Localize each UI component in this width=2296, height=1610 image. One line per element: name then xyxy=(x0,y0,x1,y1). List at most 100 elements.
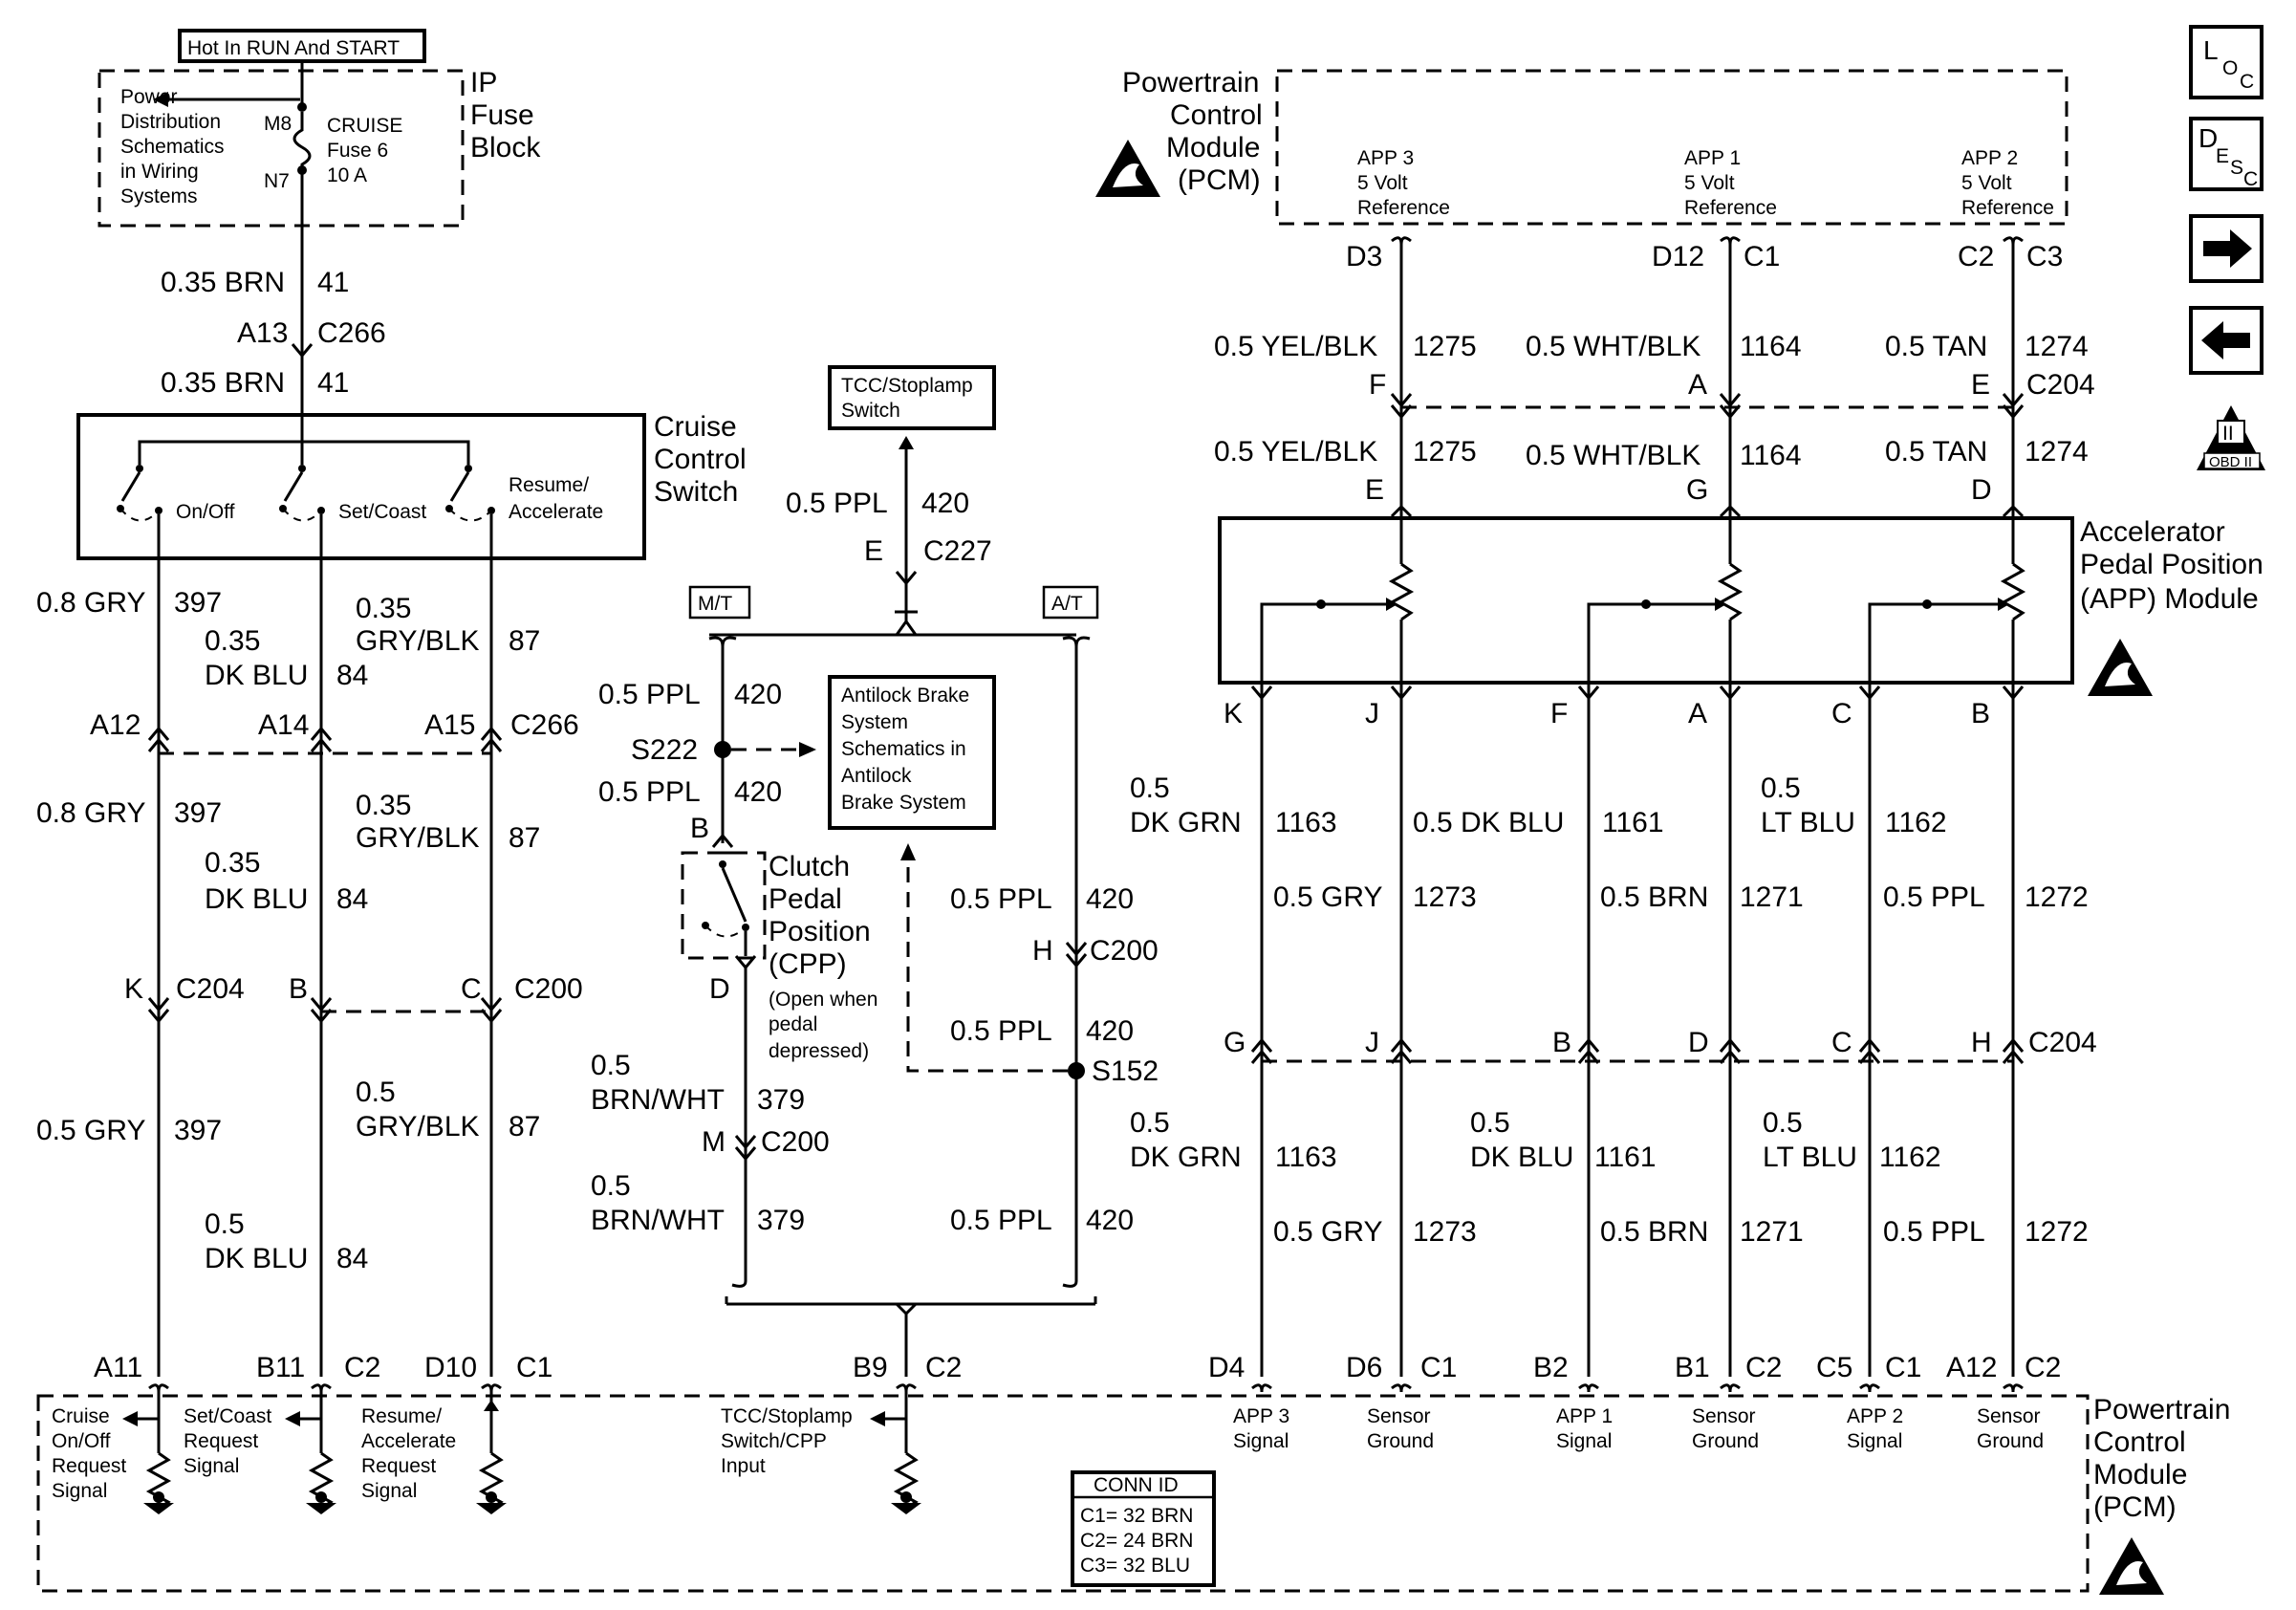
svg-text:C: C xyxy=(2240,71,2254,93)
app1-reference-label: APP 1 5 Volt Reference xyxy=(1684,147,1777,219)
next-arrow-icon[interactable] xyxy=(2189,214,2264,283)
wire-color-label: GRY/BLK xyxy=(356,822,480,854)
svg-text:APP 1: APP 1 xyxy=(1556,1405,1613,1427)
svg-text:A12: A12 xyxy=(90,709,141,741)
circuit-number-label: 84 xyxy=(336,660,368,691)
svg-text:D4: D4 xyxy=(1208,1352,1245,1383)
svg-text:Signal: Signal xyxy=(184,1455,239,1477)
svg-text:B: B xyxy=(1552,1027,1571,1058)
svg-text:Accelerate: Accelerate xyxy=(509,501,603,523)
svg-text:B: B xyxy=(690,813,709,844)
wire-color-label: DK BLU xyxy=(205,660,308,691)
wire-color-label: 0.5 PPL xyxy=(950,1015,1052,1047)
svg-text:(CPP): (CPP) xyxy=(769,948,847,980)
svg-text:TCC/Stoplamp: TCC/Stoplamp xyxy=(841,375,973,397)
circuit-number-label: 1164 xyxy=(1740,331,1802,362)
circuit-number-label: 1271 xyxy=(1740,1216,1804,1248)
wire-color-label: 0.8 GRY xyxy=(36,797,146,829)
loc-icon[interactable]: L O C xyxy=(2189,25,2264,99)
wire-color-label: 0.5 GRY xyxy=(36,1115,146,1146)
svg-text:E: E xyxy=(1365,474,1384,506)
svg-text:Schematics: Schematics xyxy=(120,136,225,158)
svg-text:Signal: Signal xyxy=(1556,1430,1612,1452)
svg-text:D3: D3 xyxy=(1346,241,1382,272)
wire-color-label: DK GRN xyxy=(1130,1142,1242,1173)
svg-text:Pedal Position: Pedal Position xyxy=(2080,549,2264,580)
desc-icon[interactable]: D E S C xyxy=(2189,117,2264,191)
svg-text:5 Volt: 5 Volt xyxy=(1357,172,1408,194)
svg-text:(Open when: (Open when xyxy=(769,989,877,1011)
svg-text:Request: Request xyxy=(184,1430,258,1452)
svg-text:Antilock: Antilock xyxy=(841,765,912,787)
circuit-number-label: 397 xyxy=(174,797,222,829)
svg-text:APP 3: APP 3 xyxy=(1233,1405,1289,1427)
connector-c266-top: A13 C266 xyxy=(237,317,386,359)
svg-text:CONN ID: CONN ID xyxy=(1094,1474,1179,1496)
pcm-pin-entries: A11 B11 C2 D10 C1 B9 C2 D4 D6 C1 B2 B1 C… xyxy=(94,1352,2061,1393)
splice-s222: S222 xyxy=(631,734,816,766)
circuit-number-label: 1161 xyxy=(1602,807,1664,838)
switch-set-coast: Set/Coast xyxy=(279,465,426,523)
wire-color-label: 0.5 xyxy=(205,1208,245,1240)
wire-color-label: BRN/WHT xyxy=(591,1084,725,1116)
circuit-number-label: 41 xyxy=(317,367,349,399)
app-module-bottom-pins: K J F A C B xyxy=(1224,685,2025,729)
svg-text:On/Off: On/Off xyxy=(176,501,235,523)
svg-text:Control: Control xyxy=(654,444,747,475)
svg-text:On/Off: On/Off xyxy=(52,1430,111,1452)
svg-text:Antilock Brake: Antilock Brake xyxy=(841,685,969,707)
wire-color-label: GRY/BLK xyxy=(356,1111,480,1142)
circuit-number-label: 1273 xyxy=(1413,1216,1477,1248)
svg-text:C200: C200 xyxy=(1090,935,1159,967)
svg-text:Brake System: Brake System xyxy=(841,792,966,814)
svg-text:A15: A15 xyxy=(424,709,475,741)
wire-color-label: 0.5 PPL xyxy=(598,679,701,710)
circuit-number-label: 1162 xyxy=(1879,1142,1941,1173)
svg-text:Request: Request xyxy=(52,1455,126,1477)
svg-text:Signal: Signal xyxy=(361,1480,417,1502)
circuit-number-label: 1272 xyxy=(2025,1216,2089,1248)
connector-id-table: CONN ID C1= 32 BRN C2= 24 BRN C3= 32 BLU xyxy=(1071,1470,1216,1587)
clutch-pedal-position-switch: B D Clutch Pedal Position (CPP) (Open wh… xyxy=(681,813,877,1062)
svg-text:D6: D6 xyxy=(1346,1352,1382,1383)
circuit-number-label: 1275 xyxy=(1413,436,1477,468)
circuit-number-label: 87 xyxy=(509,1111,540,1142)
switch-on-off: On/Off xyxy=(117,465,235,523)
svg-text:B: B xyxy=(1971,698,1990,729)
circuit-number-label: 84 xyxy=(336,883,368,915)
svg-text:IP: IP xyxy=(470,67,497,98)
svg-text:Pedal: Pedal xyxy=(769,883,842,915)
svg-text:S: S xyxy=(2230,157,2243,179)
svg-text:F: F xyxy=(1369,369,1386,401)
svg-text:E: E xyxy=(864,535,883,567)
power-distribution-reference: Power Distribution Schematics in Wiring … xyxy=(120,86,300,207)
svg-text:B9: B9 xyxy=(853,1352,888,1383)
svg-text:B2: B2 xyxy=(1533,1352,1569,1383)
switch-resume-accelerate: Resume/ Accelerate xyxy=(445,465,603,523)
svg-text:Accelerate: Accelerate xyxy=(361,1430,456,1452)
svg-text:APP 1: APP 1 xyxy=(1684,147,1741,169)
svg-text:B: B xyxy=(289,973,308,1005)
svg-text:C3= 32 BLU: C3= 32 BLU xyxy=(1080,1555,1190,1577)
wire-color-label: 0.35 BRN xyxy=(161,267,285,298)
splice-s152: S152 xyxy=(900,843,1159,1087)
esd-warning-icon xyxy=(2099,1537,2164,1595)
svg-text:C1: C1 xyxy=(1744,241,1780,272)
svg-text:H: H xyxy=(1971,1027,1992,1058)
circuit-number-label: 420 xyxy=(734,679,782,710)
svg-text:D: D xyxy=(1971,474,1992,506)
svg-text:TCC/Stoplamp: TCC/Stoplamp xyxy=(721,1405,853,1427)
wire-color-label: 0.8 GRY xyxy=(36,587,146,619)
wire-color-label: BRN/WHT xyxy=(591,1205,725,1236)
obd-ii-icon: II OBD II xyxy=(2197,405,2265,470)
svg-text:Reference: Reference xyxy=(1357,197,1450,219)
pcm-bottom-module xyxy=(36,1394,2090,1593)
svg-text:C204: C204 xyxy=(2026,369,2095,401)
svg-text:Powertrain: Powertrain xyxy=(1122,67,1259,98)
back-arrow-icon[interactable] xyxy=(2189,306,2264,375)
svg-text:Ground: Ground xyxy=(1977,1430,2044,1452)
wire-color-label: 0.35 BRN xyxy=(161,367,285,399)
svg-text:Module: Module xyxy=(1166,132,1260,163)
svg-text:C3: C3 xyxy=(2026,241,2063,272)
circuit-number-label: 379 xyxy=(757,1084,805,1116)
